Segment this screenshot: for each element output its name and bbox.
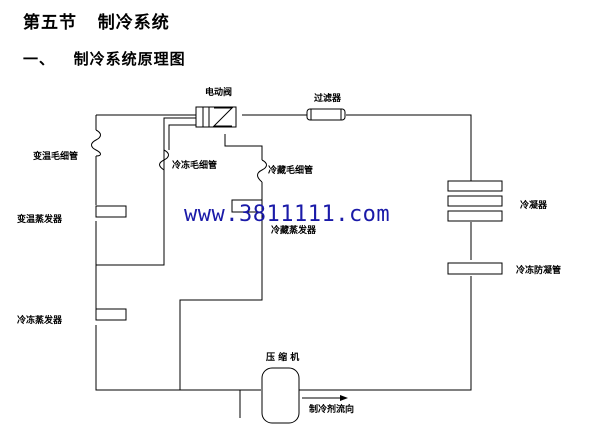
pipe-right-lower — [299, 276, 472, 391]
fridge-capillary-coil — [257, 159, 267, 183]
freeze-capillary-coil — [159, 149, 169, 171]
pipe-filter-to-right — [346, 114, 472, 181]
condenser-label: 冷凝器 — [520, 199, 548, 211]
pipe-var-temp-lower — [95, 117, 197, 266]
section-title: 第五节 制冷系统 — [23, 13, 170, 33]
filter-body — [306, 108, 346, 121]
var-temp-capillary-coil — [91, 129, 101, 157]
var-temp-evaporator-plate — [95, 205, 127, 218]
condenser-plate-2 — [447, 195, 503, 207]
refrigerant-flow-label: 制冷剂流向 — [309, 403, 354, 415]
watermark-text: www.3811111.com — [184, 202, 391, 227]
condenser-plate-3 — [447, 210, 503, 222]
var-temp-capillary-label: 变温毛细管 — [33, 150, 78, 162]
freeze-evaporator-label: 冷冻蒸发器 — [17, 314, 63, 326]
compressor-body — [261, 367, 300, 424]
solenoid-valve — [195, 106, 237, 128]
fridge-evaporator-label: 冷藏蒸发器 — [271, 224, 317, 236]
anti-condensation-label: 冷冻防凝管 — [516, 264, 561, 276]
pipe-fridge-bottom — [179, 214, 263, 390]
freeze-evaporator-plate — [95, 308, 127, 321]
solenoid-valve-stem — [202, 107, 210, 127]
pipe-freeze-evap-lower — [95, 325, 261, 391]
filter-label: 过滤器 — [314, 92, 342, 104]
condenser-plate-1 — [447, 180, 503, 192]
freeze-capillary-label: 冷冻毛细管 — [172, 159, 217, 171]
solenoid-valve-label: 电动阀 — [205, 86, 232, 98]
var-temp-evaporator-label: 变温蒸发器 — [17, 213, 63, 225]
diagram-subtitle: 一、 制冷系统原理图 — [23, 50, 186, 68]
solenoid-valve-z — [212, 107, 234, 127]
pipe-fridge-branch — [224, 134, 263, 160]
filter-caps — [310, 109, 342, 120]
flow-arrow-head — [340, 395, 348, 401]
pipe-freeze-branch — [168, 124, 200, 150]
fridge-capillary-label: 冷藏毛细管 — [268, 164, 313, 176]
compressor-label: 压 缩 机 — [266, 351, 299, 363]
anti-condensation-plate — [447, 262, 503, 275]
fridge-evaporator-plate — [231, 199, 263, 213]
